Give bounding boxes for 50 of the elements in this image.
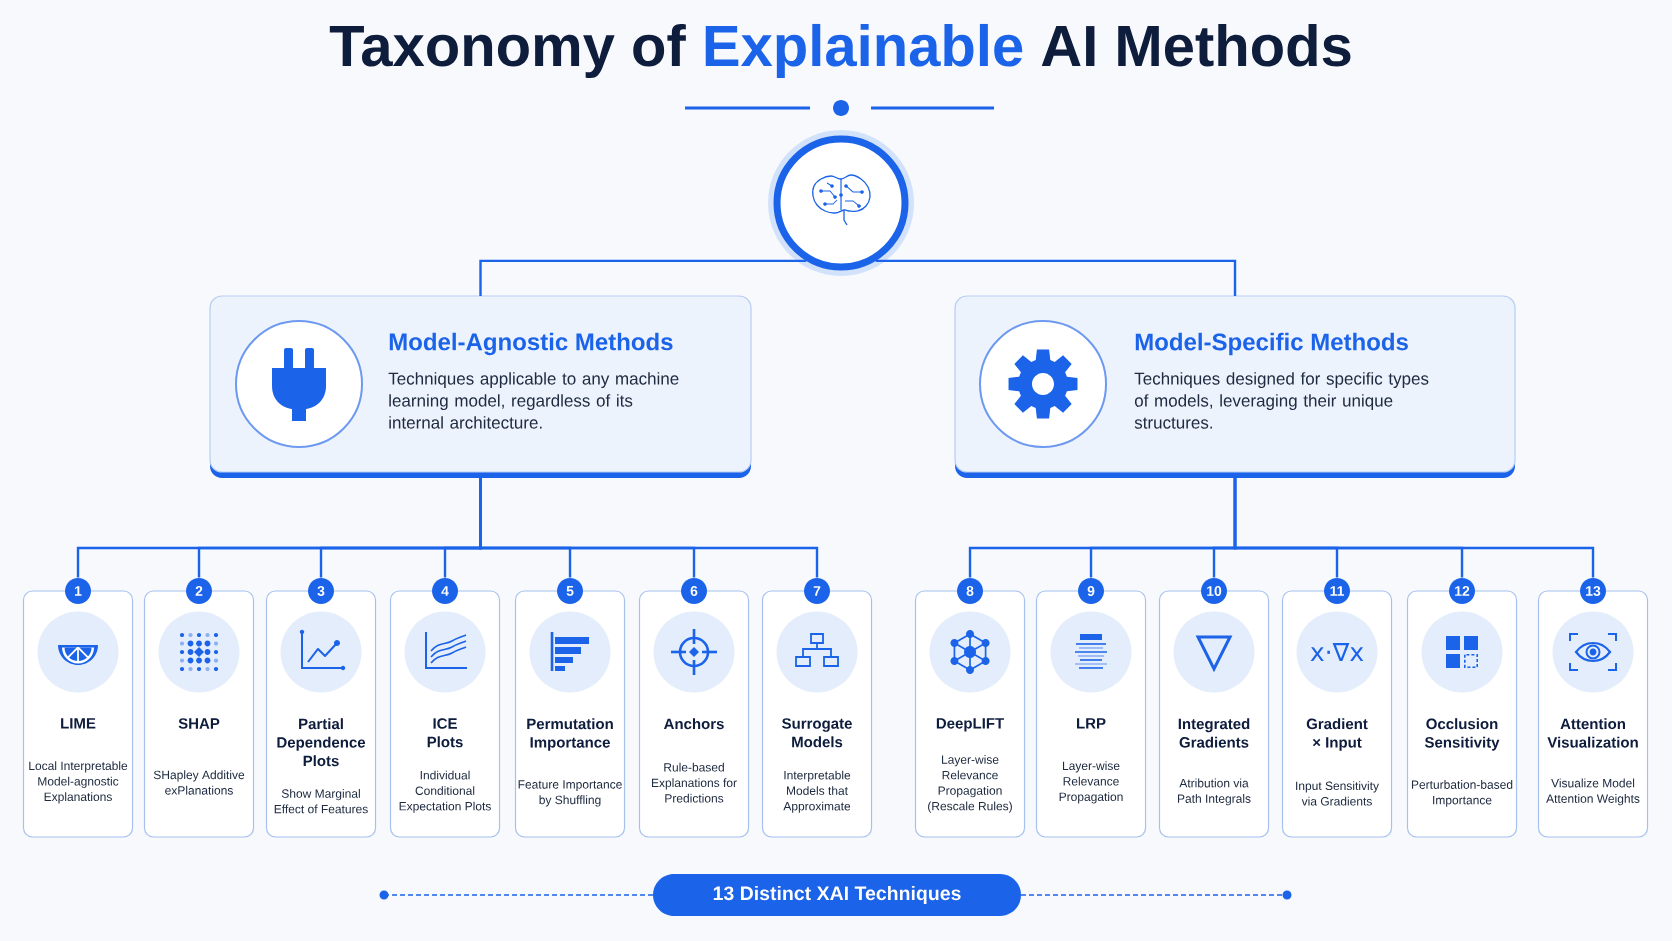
number-badge: 8: [957, 578, 983, 604]
number-badge: 5: [557, 578, 583, 604]
title: Taxonomy of Explainable AI Methods: [329, 23, 1351, 78]
card-title: Integrated Gradients: [1178, 718, 1250, 748]
number-badge: 7: [804, 578, 830, 604]
number-badge: 13: [1580, 578, 1606, 604]
card-title: Gradient × Input: [1306, 718, 1368, 751]
number-badge: 4: [432, 578, 458, 604]
card-title: Attention Visualization: [1547, 718, 1638, 748]
panel-description: Techniques designed for specific types of models, leveraging their unique structures.: [1134, 372, 1429, 429]
panel-heading: Model-Specific Methods: [1135, 332, 1408, 356]
card-description: Visualize Model Attention Weights: [1546, 778, 1640, 806]
card-title: Occlusion Sensitivity: [1424, 718, 1500, 751]
card-description: Interpretable Models that Approximate: [783, 770, 851, 813]
connector-line: [875, 259, 1237, 296]
panel-heading: Model-Agnostic Methods: [389, 332, 673, 356]
number-badge: 10: [1201, 578, 1227, 604]
card-title: Surrogate Models: [782, 718, 852, 748]
card-title: Partial Dependence Plots: [277, 718, 366, 767]
card-description: Local Interpretable Model-agnostic Explanations: [29, 761, 128, 804]
number-badge: 3: [308, 578, 334, 604]
connector-line: [479, 259, 807, 296]
card-description: Layer-wise Relevance Propagation (Rescale Rules): [928, 755, 1012, 813]
number-badge: 1: [65, 578, 91, 604]
card-description: Individual Conditional Expectation Plots: [399, 770, 491, 813]
number-badge: 2: [186, 578, 212, 604]
card-description: Show Marginal Effect of Features: [274, 789, 368, 814]
number-badge: 11: [1324, 578, 1350, 604]
card-description: Feature Importance by Shuffling: [518, 780, 622, 807]
connector-line: [1233, 478, 1595, 578]
number-badge: 9: [1078, 578, 1104, 604]
card-title: Anchors: [663, 718, 724, 730]
number-badge: 6: [681, 578, 707, 604]
card-description: Atribution via Path Integrals: [1178, 778, 1251, 806]
number-badge: 12: [1449, 578, 1475, 604]
card-description: Layer-wise Relevance Propagation: [1059, 761, 1123, 804]
card-title: LRP: [1077, 718, 1106, 729]
card-title: ICE Plots: [427, 718, 463, 748]
panel-description: Techniques applicable to any machine learning model, regardless of its internal architecture.: [388, 372, 679, 429]
brain-icon: [768, 130, 914, 276]
card-description: Input Sensitivity via Gradients: [1296, 781, 1379, 806]
card-title: SHAP: [178, 718, 220, 729]
card-description: Rule-based Explanations for Predictions: [651, 762, 737, 803]
summary-pill: 13 Distinct XAI Techniques: [653, 874, 1021, 916]
card-description: SHapley Additive exPlanations: [153, 770, 245, 795]
card-title: LIME: [61, 718, 96, 729]
card-title: DeepLIFT: [936, 718, 1004, 732]
card-title: Permutation Importance: [527, 718, 613, 751]
card-description: Perturbation-based Importance: [1411, 780, 1513, 807]
connector-line: [479, 478, 819, 578]
